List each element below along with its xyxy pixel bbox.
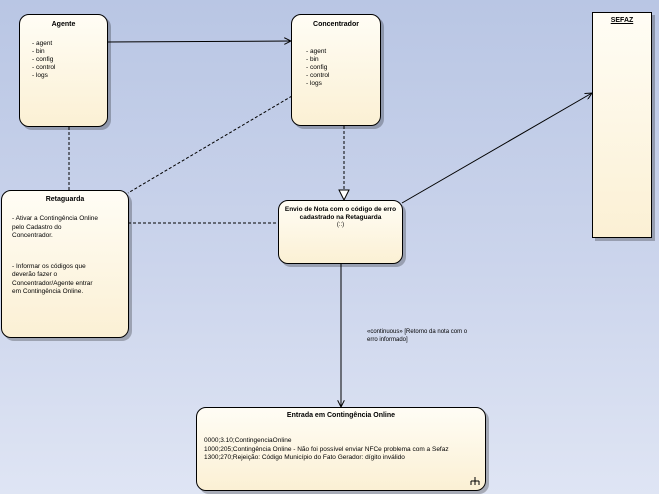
- agente-title: Agente: [51, 21, 76, 28]
- list-item: - bin: [306, 56, 319, 63]
- concentrador-title: Concentrador: [313, 21, 359, 28]
- edge-label-line: «continuous» [Retorno da nota com o: [367, 329, 468, 335]
- list-item: - bin: [32, 48, 45, 55]
- note-line: pelo Cadastro do: [12, 223, 62, 231]
- entrada-lines: 0000;3.10;ContingenciaOnline 1000;205;Co…: [204, 437, 485, 463]
- envio-title-line-2: cadastrado na Retaguarda: [299, 214, 382, 221]
- retaguarda-node[interactable]: Retaguarda - Ativar a Contingência Onlin…: [1, 190, 129, 338]
- list-item: - logs: [32, 72, 48, 79]
- retaguarda-note-activate: - Ativar a Contingência Online pelo Cada…: [12, 215, 128, 241]
- note-line: Concentrador/Agente entrar: [12, 279, 93, 287]
- sefaz-node[interactable]: SEFAZ: [592, 12, 652, 238]
- note-line: deverão fazer o: [12, 271, 58, 278]
- list-item: - config: [32, 56, 54, 63]
- entrada-title: Entrada em Contingência Online: [286, 412, 396, 419]
- edge-agente-concentrador: [106, 41, 291, 42]
- edge-envio-sefaz: [401, 93, 592, 204]
- retaguarda-note-codes: - Informar os códigos que deverão fazer …: [12, 263, 128, 297]
- concentrador-node[interactable]: Concentrador - agent - bin - config - co…: [291, 14, 381, 126]
- envio-title-line-1: Envio de Nota com o código de erro: [284, 206, 397, 213]
- list-item: - config: [306, 64, 328, 71]
- entrada-line: 0000;3.10;ContingenciaOnline: [204, 437, 292, 444]
- envio-suffix: (::): [336, 222, 345, 228]
- list-item: - logs: [306, 80, 322, 87]
- concentrador-items: - agent - bin - config - control - logs: [306, 48, 380, 88]
- generalization-arrowhead: [338, 189, 350, 202]
- agente-items: - agent - bin - config - control - logs: [32, 40, 107, 80]
- note-line: em Contingência Online.: [12, 288, 84, 295]
- list-item: - control: [306, 72, 330, 79]
- envio-node[interactable]: Envio de Nota com o código de erro cadas…: [278, 200, 403, 264]
- list-item: - control: [32, 64, 56, 71]
- edge-concentrador-retaguarda: [127, 95, 293, 194]
- list-item: - agent: [32, 40, 53, 47]
- entrada-node[interactable]: Entrada em Contingência Online 0000;3.10…: [196, 407, 486, 491]
- entrada-line: 1000;205;Contingência Online - Não foi p…: [204, 445, 449, 453]
- edge-label-line: erro informado]: [367, 337, 408, 343]
- entrada-line: 1300;270;Rejeição: Código Município do F…: [204, 454, 405, 461]
- sefaz-title: SEFAZ: [610, 17, 634, 24]
- edge-label-continuous: «continuous» [Retorno da nota com o erro…: [367, 328, 467, 344]
- note-line: Concentrador.: [12, 232, 53, 239]
- agente-node[interactable]: Agente - agent - bin - config - control …: [19, 14, 108, 127]
- subactivity-fork-icon: [470, 477, 480, 485]
- retaguarda-title: Retaguarda: [45, 196, 85, 203]
- note-line: - Ativar a Contingência Online: [12, 215, 98, 222]
- list-item: - agent: [306, 48, 327, 55]
- note-line: - Informar os códigos que: [12, 262, 86, 270]
